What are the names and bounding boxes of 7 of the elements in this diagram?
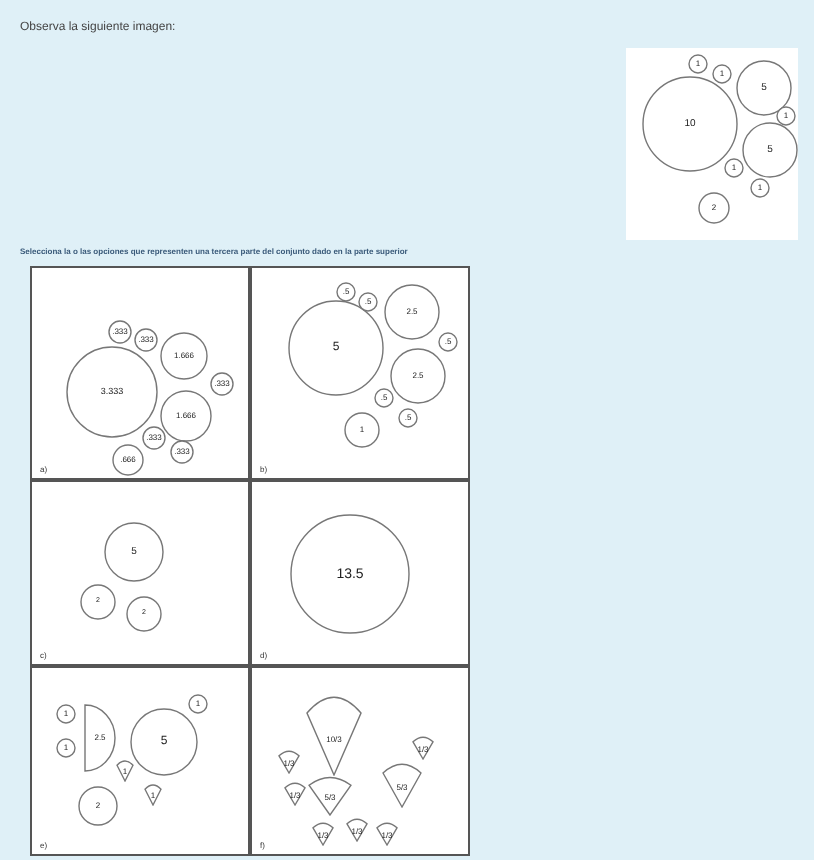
option-cell	[250, 480, 470, 666]
option-cell	[250, 266, 470, 480]
option-cell	[30, 480, 250, 666]
option-cell	[30, 266, 250, 480]
option-cell	[250, 666, 470, 856]
option-cell	[30, 666, 250, 856]
image-panel	[626, 48, 798, 240]
